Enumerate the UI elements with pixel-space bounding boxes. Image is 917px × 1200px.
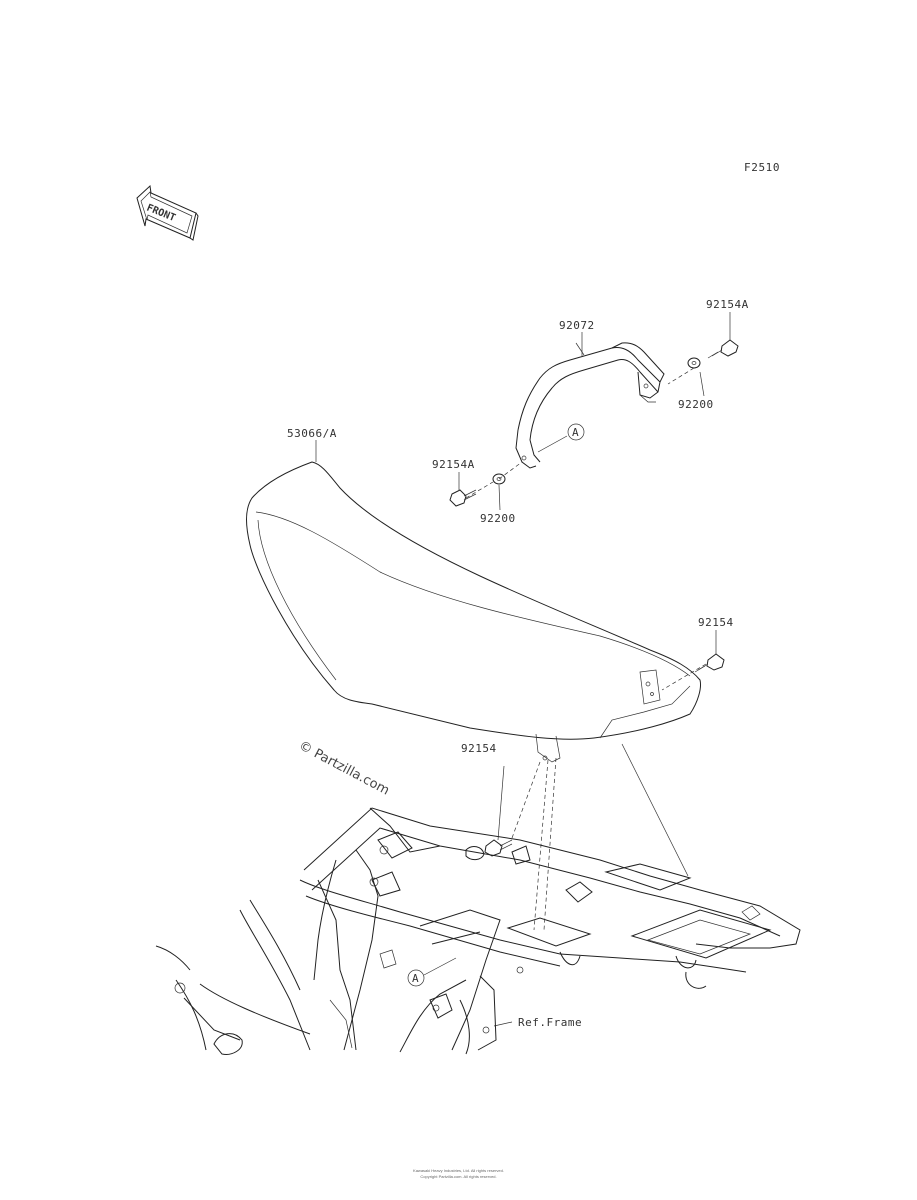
grab-handle-part bbox=[515, 342, 665, 469]
label-washer-left: 92200 bbox=[480, 512, 516, 525]
frame-reference bbox=[155, 807, 801, 1055]
bolt-upper-right-part bbox=[707, 339, 739, 359]
figure-code: F2510 bbox=[744, 161, 780, 174]
label-bolt-left: 92154A bbox=[432, 458, 475, 471]
front-arrow-icon: FRONT bbox=[136, 184, 199, 241]
washer-upper-right-part bbox=[687, 357, 701, 369]
washer-left-part bbox=[492, 473, 506, 485]
label-seat: 53066/A bbox=[287, 427, 337, 440]
bolt-rear-part bbox=[694, 653, 725, 673]
label-bolt-front: 92154 bbox=[461, 742, 497, 755]
footer-copyright: Kawasaki Heavy Industries, Ltd. All righ… bbox=[0, 1168, 917, 1180]
footer-line-2: Copyright Partzilla.com. All rights rese… bbox=[420, 1174, 497, 1179]
seat-part bbox=[246, 461, 701, 763]
bolt-left-part bbox=[449, 489, 477, 507]
reference-marker-upper: A bbox=[567, 423, 585, 441]
reference-marker-lower: A bbox=[407, 969, 425, 987]
label-handle: 92072 bbox=[559, 319, 595, 332]
label-washer-upper-right: 92200 bbox=[678, 398, 714, 411]
footer-line-1: Kawasaki Heavy Industries, Ltd. All righ… bbox=[413, 1168, 504, 1173]
leader-lines bbox=[315, 312, 731, 1027]
label-bolt-upper-right: 92154A bbox=[706, 298, 749, 311]
watermark: © Partzilla.com bbox=[296, 738, 392, 798]
label-ref-frame: Ref.Frame bbox=[518, 1016, 582, 1029]
assembly-dashed-lines bbox=[465, 367, 707, 931]
label-bolt-rear: 92154 bbox=[698, 616, 734, 629]
svg-text:A: A bbox=[572, 426, 579, 439]
bolt-front-part bbox=[484, 839, 513, 857]
svg-text:A: A bbox=[412, 972, 419, 985]
